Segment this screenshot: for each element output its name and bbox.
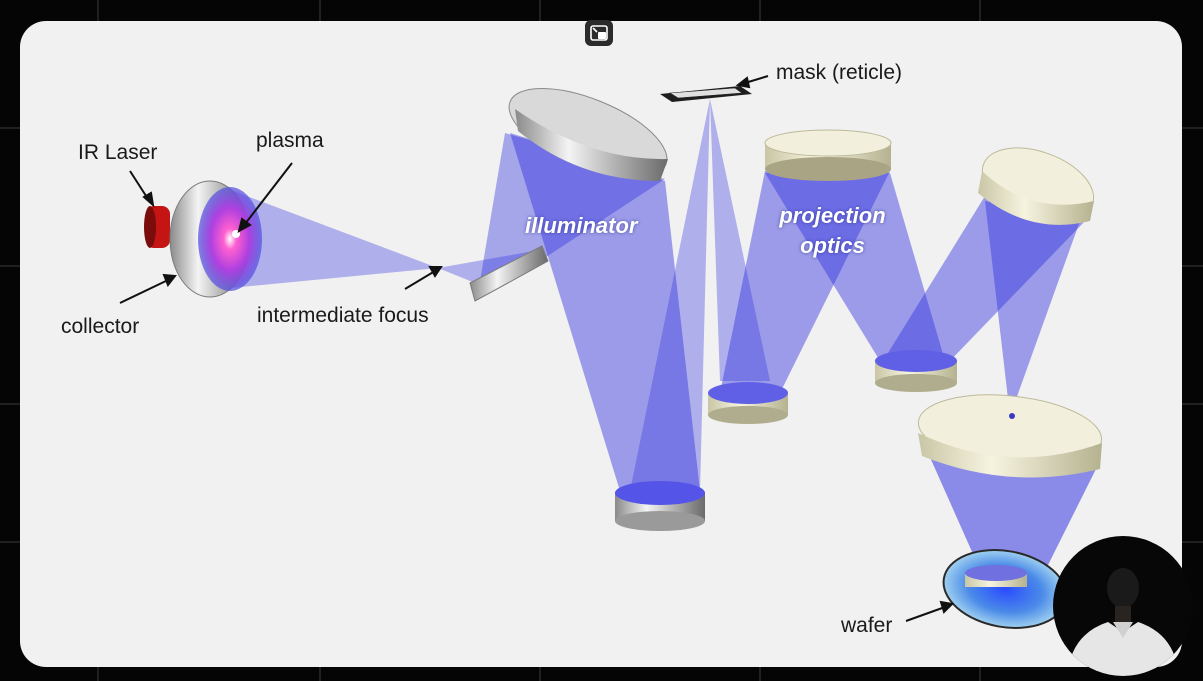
mask-reticle-label: mask (reticle) xyxy=(776,61,903,84)
presenter-webcam xyxy=(1053,536,1193,676)
beam-bottom-to-mask xyxy=(630,99,710,491)
wafer-label: wafer xyxy=(841,614,893,637)
illuminator-mirror-bottom xyxy=(615,481,705,531)
projection-label-line1: projection xyxy=(779,203,886,228)
projection-optics-label: projection optics xyxy=(770,201,895,261)
collector-mirror xyxy=(169,180,262,298)
collector-label: collector xyxy=(61,315,140,338)
mask-reticle xyxy=(660,86,752,102)
projection-lens-upper-right xyxy=(978,147,1095,225)
beam-final-lens-to-wafer xyxy=(925,446,1100,581)
plasma-label: plasma xyxy=(256,129,324,152)
wafer-stage xyxy=(942,549,1068,629)
ir-laser-source xyxy=(144,206,170,248)
beam-lens3-to-upper-right-lens xyxy=(880,196,1085,366)
projection-lens-1 xyxy=(708,382,788,424)
presenter-avatar-icon xyxy=(1067,568,1179,676)
beam-mask-to-projection-lens-1 xyxy=(710,99,770,381)
projection-lens-3 xyxy=(875,350,957,392)
projection-lens-final xyxy=(917,394,1103,478)
projection-label-line2: optics xyxy=(800,233,865,258)
projection-lens-top xyxy=(764,129,892,181)
intermediate-focus-label: intermediate focus xyxy=(257,304,429,327)
beam-lens1-to-top-lens xyxy=(720,171,890,393)
picture-in-picture-exit-icon xyxy=(590,25,608,41)
slide-card: IR Laser plasma collector intermediate f… xyxy=(20,21,1182,667)
beam-collector-to-focus xyxy=(220,186,438,289)
ir-laser-label: IR Laser xyxy=(78,141,158,164)
illuminator-label: illuminator xyxy=(525,213,638,238)
flat-illuminator-mirror xyxy=(469,245,549,302)
picture-in-picture-exit-button[interactable] xyxy=(585,20,613,46)
label-arrows xyxy=(119,75,955,622)
euv-lithography-diagram xyxy=(119,75,1103,629)
final-focus-point xyxy=(1009,413,1015,419)
euv-light-beams xyxy=(220,99,1100,581)
beam-top-lens-to-lens3 xyxy=(765,173,945,361)
illuminator-mirror-top xyxy=(508,87,668,181)
beam-upper-right-to-final-lens xyxy=(985,201,1080,416)
beam-illuminator-to-bottom-mirror xyxy=(510,133,700,491)
